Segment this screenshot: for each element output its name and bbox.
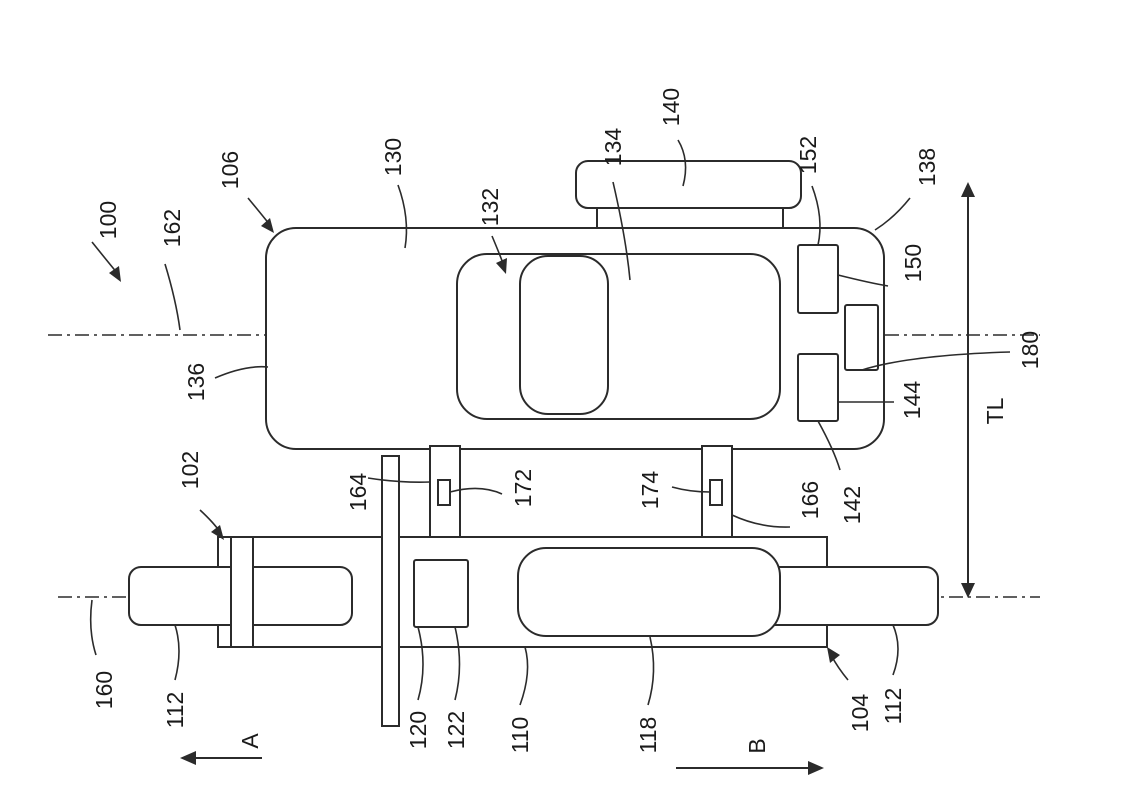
label-166: 166 [797, 481, 823, 519]
leader-136 [214, 365, 269, 379]
label-120: 120 [405, 711, 431, 749]
box-152-150 [797, 244, 839, 314]
label-150: 150 [900, 244, 926, 282]
leader-164 [367, 477, 431, 483]
rear-module-140 [575, 160, 802, 209]
label-152: 152 [795, 136, 821, 174]
label-118: 118 [635, 717, 661, 754]
label-102: 102 [177, 451, 203, 489]
leader-160 [89, 599, 97, 656]
cab-118 [517, 547, 781, 637]
leader-120 [417, 626, 424, 701]
label-164: 164 [345, 473, 371, 512]
label-138: 138 [914, 148, 940, 186]
leader-138 [874, 197, 911, 231]
tractor-front-bar [230, 536, 254, 648]
tl-arrow-bottom [961, 583, 975, 598]
leader-122 [454, 626, 461, 701]
sensor-box-180 [844, 304, 879, 371]
leader-180 [861, 351, 1011, 371]
arrow-102-head [211, 525, 224, 540]
hopper-134 [519, 255, 609, 415]
label-140: 140 [658, 88, 684, 126]
leader-174 [671, 486, 711, 493]
label-tl: TL [982, 397, 1008, 424]
leader-112-right [892, 624, 899, 676]
label-172: 172 [510, 469, 536, 507]
label-134: 134 [600, 128, 626, 167]
label-160: 160 [91, 671, 117, 709]
label-direction-a: A [237, 733, 263, 749]
label-132: 132 [477, 188, 503, 226]
arrow-132-head [496, 258, 507, 274]
tl-arrow-top [961, 182, 975, 197]
leader-150 [837, 274, 889, 287]
leader-112-left [174, 624, 180, 681]
hitch-bracket-164 [429, 445, 461, 539]
arrow-106-head [261, 218, 274, 233]
leader-134 [612, 181, 631, 281]
label-136: 136 [183, 363, 209, 401]
label-100: 100 [95, 201, 121, 239]
leader-166 [731, 514, 791, 528]
label-122: 122 [443, 711, 469, 749]
label-106: 106 [217, 151, 243, 189]
sensor-172 [437, 479, 451, 506]
label-174: 174 [637, 471, 663, 510]
leader-162 [164, 263, 181, 331]
leader-110 [519, 646, 529, 706]
label-direction-b: B [744, 738, 770, 753]
leader-130 [397, 184, 408, 249]
arrow-100-head [109, 266, 121, 282]
hopper-assembly-132 [456, 253, 781, 420]
direction-b-arrow-head [808, 761, 824, 775]
arrow-100 [91, 241, 119, 275]
component-120-122 [413, 559, 469, 628]
label-180: 180 [1017, 331, 1043, 369]
implement-hitch-bar [381, 455, 400, 727]
leader-172 [449, 487, 503, 495]
direction-a-arrow-head [180, 751, 196, 765]
label-112-left: 112 [162, 692, 188, 729]
leader-142 [817, 420, 841, 471]
label-110: 110 [507, 717, 533, 754]
label-130: 130 [380, 138, 406, 176]
label-112-right: 112 [880, 688, 906, 725]
sensor-174 [709, 479, 723, 506]
arrow-104-head [827, 647, 840, 663]
leader-140 [677, 139, 687, 187]
box-142-144 [797, 353, 839, 422]
label-104: 104 [847, 694, 873, 733]
leader-118 [647, 636, 655, 706]
label-162: 162 [159, 209, 185, 247]
leader-152 [811, 185, 821, 246]
label-144: 144 [899, 381, 925, 420]
label-142: 142 [839, 486, 865, 524]
